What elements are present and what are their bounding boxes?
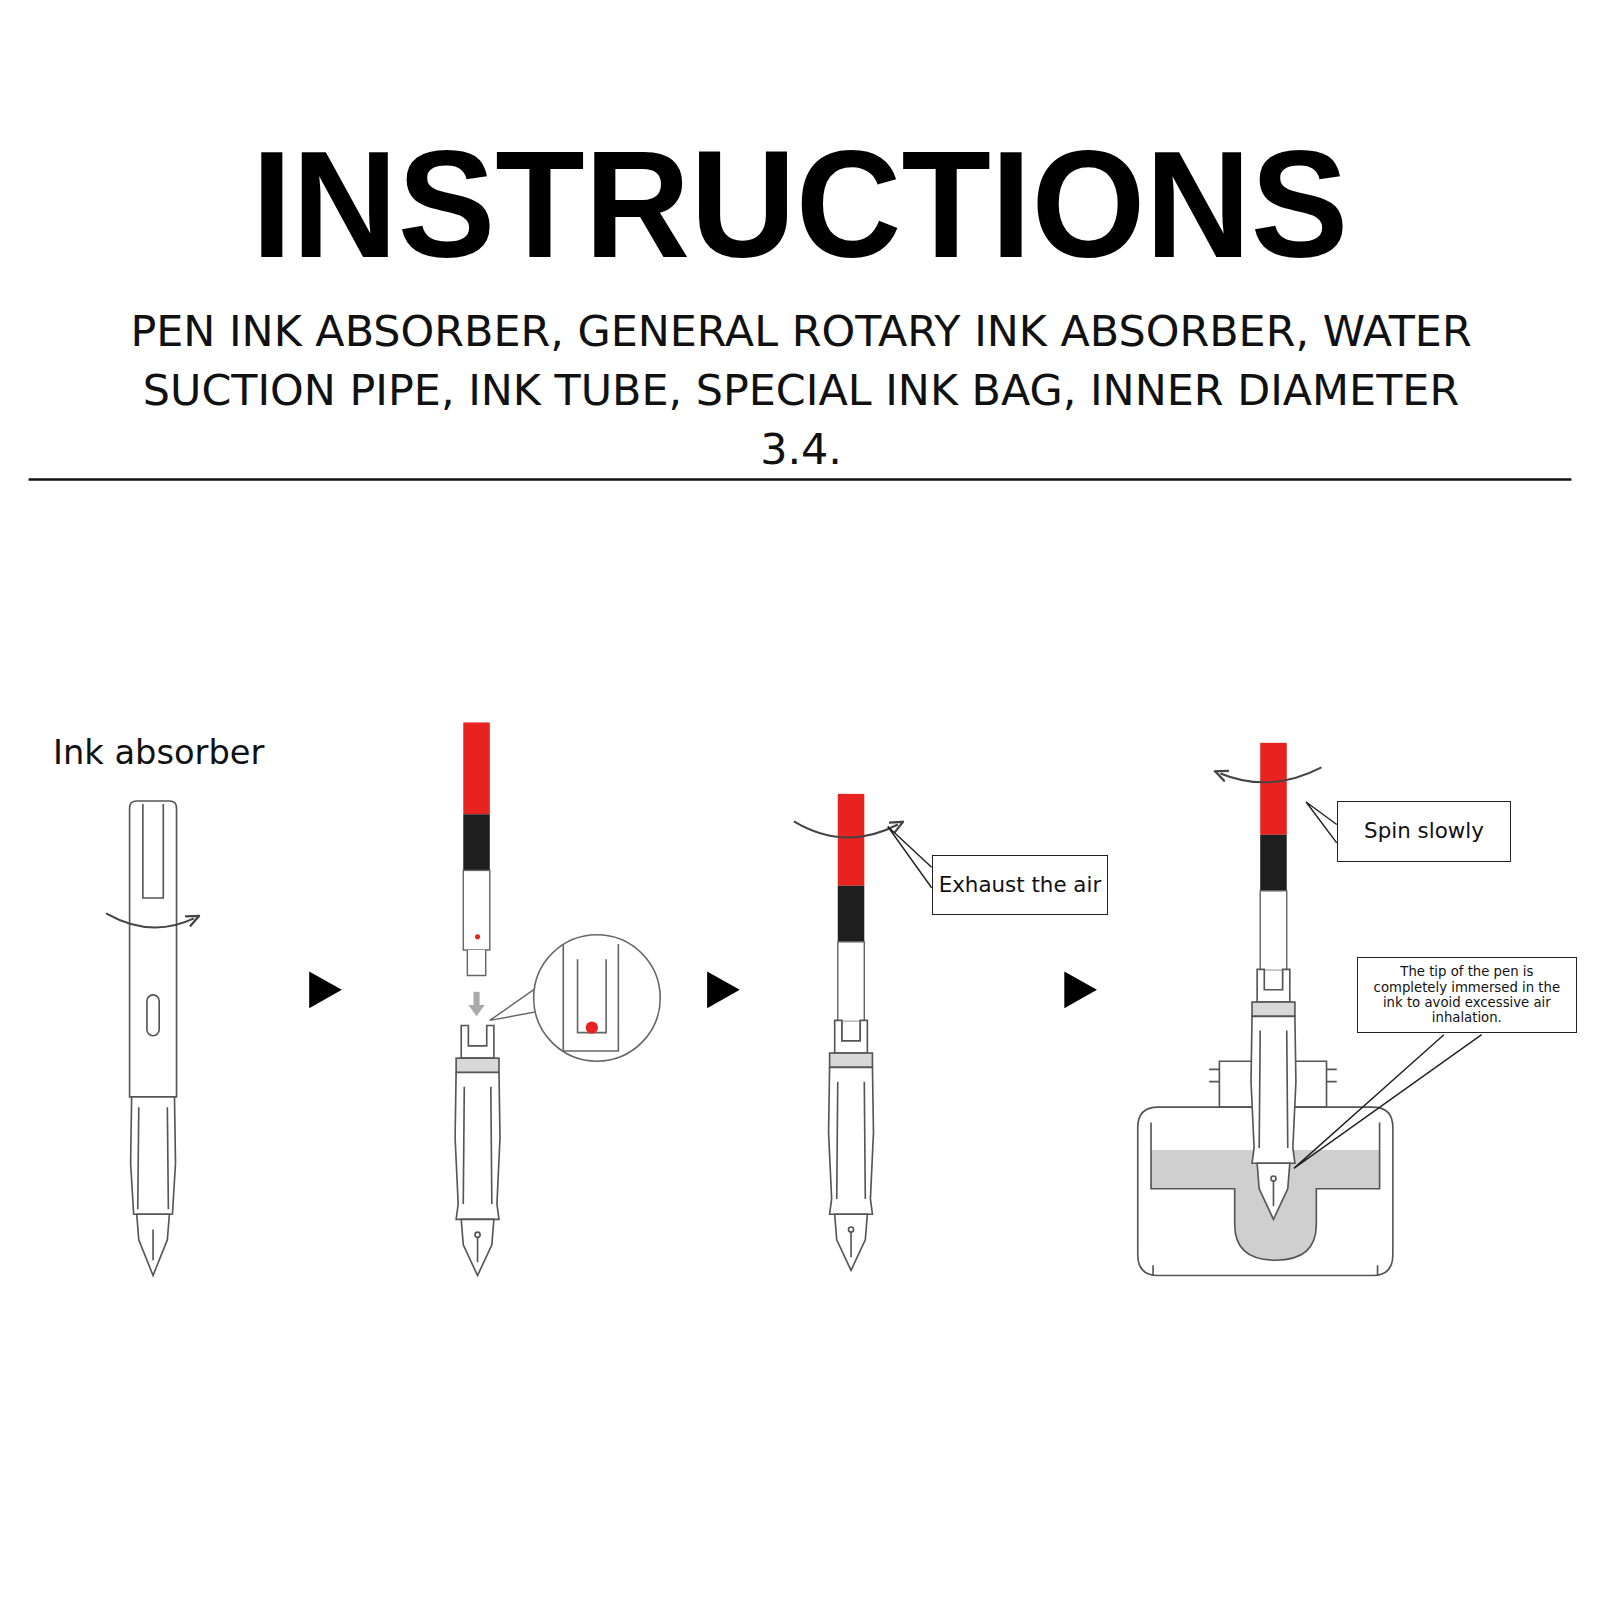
callout-text: The tip of the pen is completely immerse… xyxy=(1364,964,1569,1025)
part-label: Ink absorber xyxy=(53,731,264,775)
subtitle: PEN INK ABSORBER, GENERAL ROTARY INK ABS… xyxy=(97,302,1505,480)
callout-box: Spin slowly xyxy=(1337,801,1511,862)
callout-text: Spin slowly xyxy=(1364,819,1484,844)
page-title: INSTRUCTIONS xyxy=(0,120,1600,288)
callout-box: The tip of the pen is completely immerse… xyxy=(1357,957,1576,1033)
callout-box: Exhaust the air xyxy=(932,855,1109,915)
callout-text: Exhaust the air xyxy=(939,873,1102,898)
